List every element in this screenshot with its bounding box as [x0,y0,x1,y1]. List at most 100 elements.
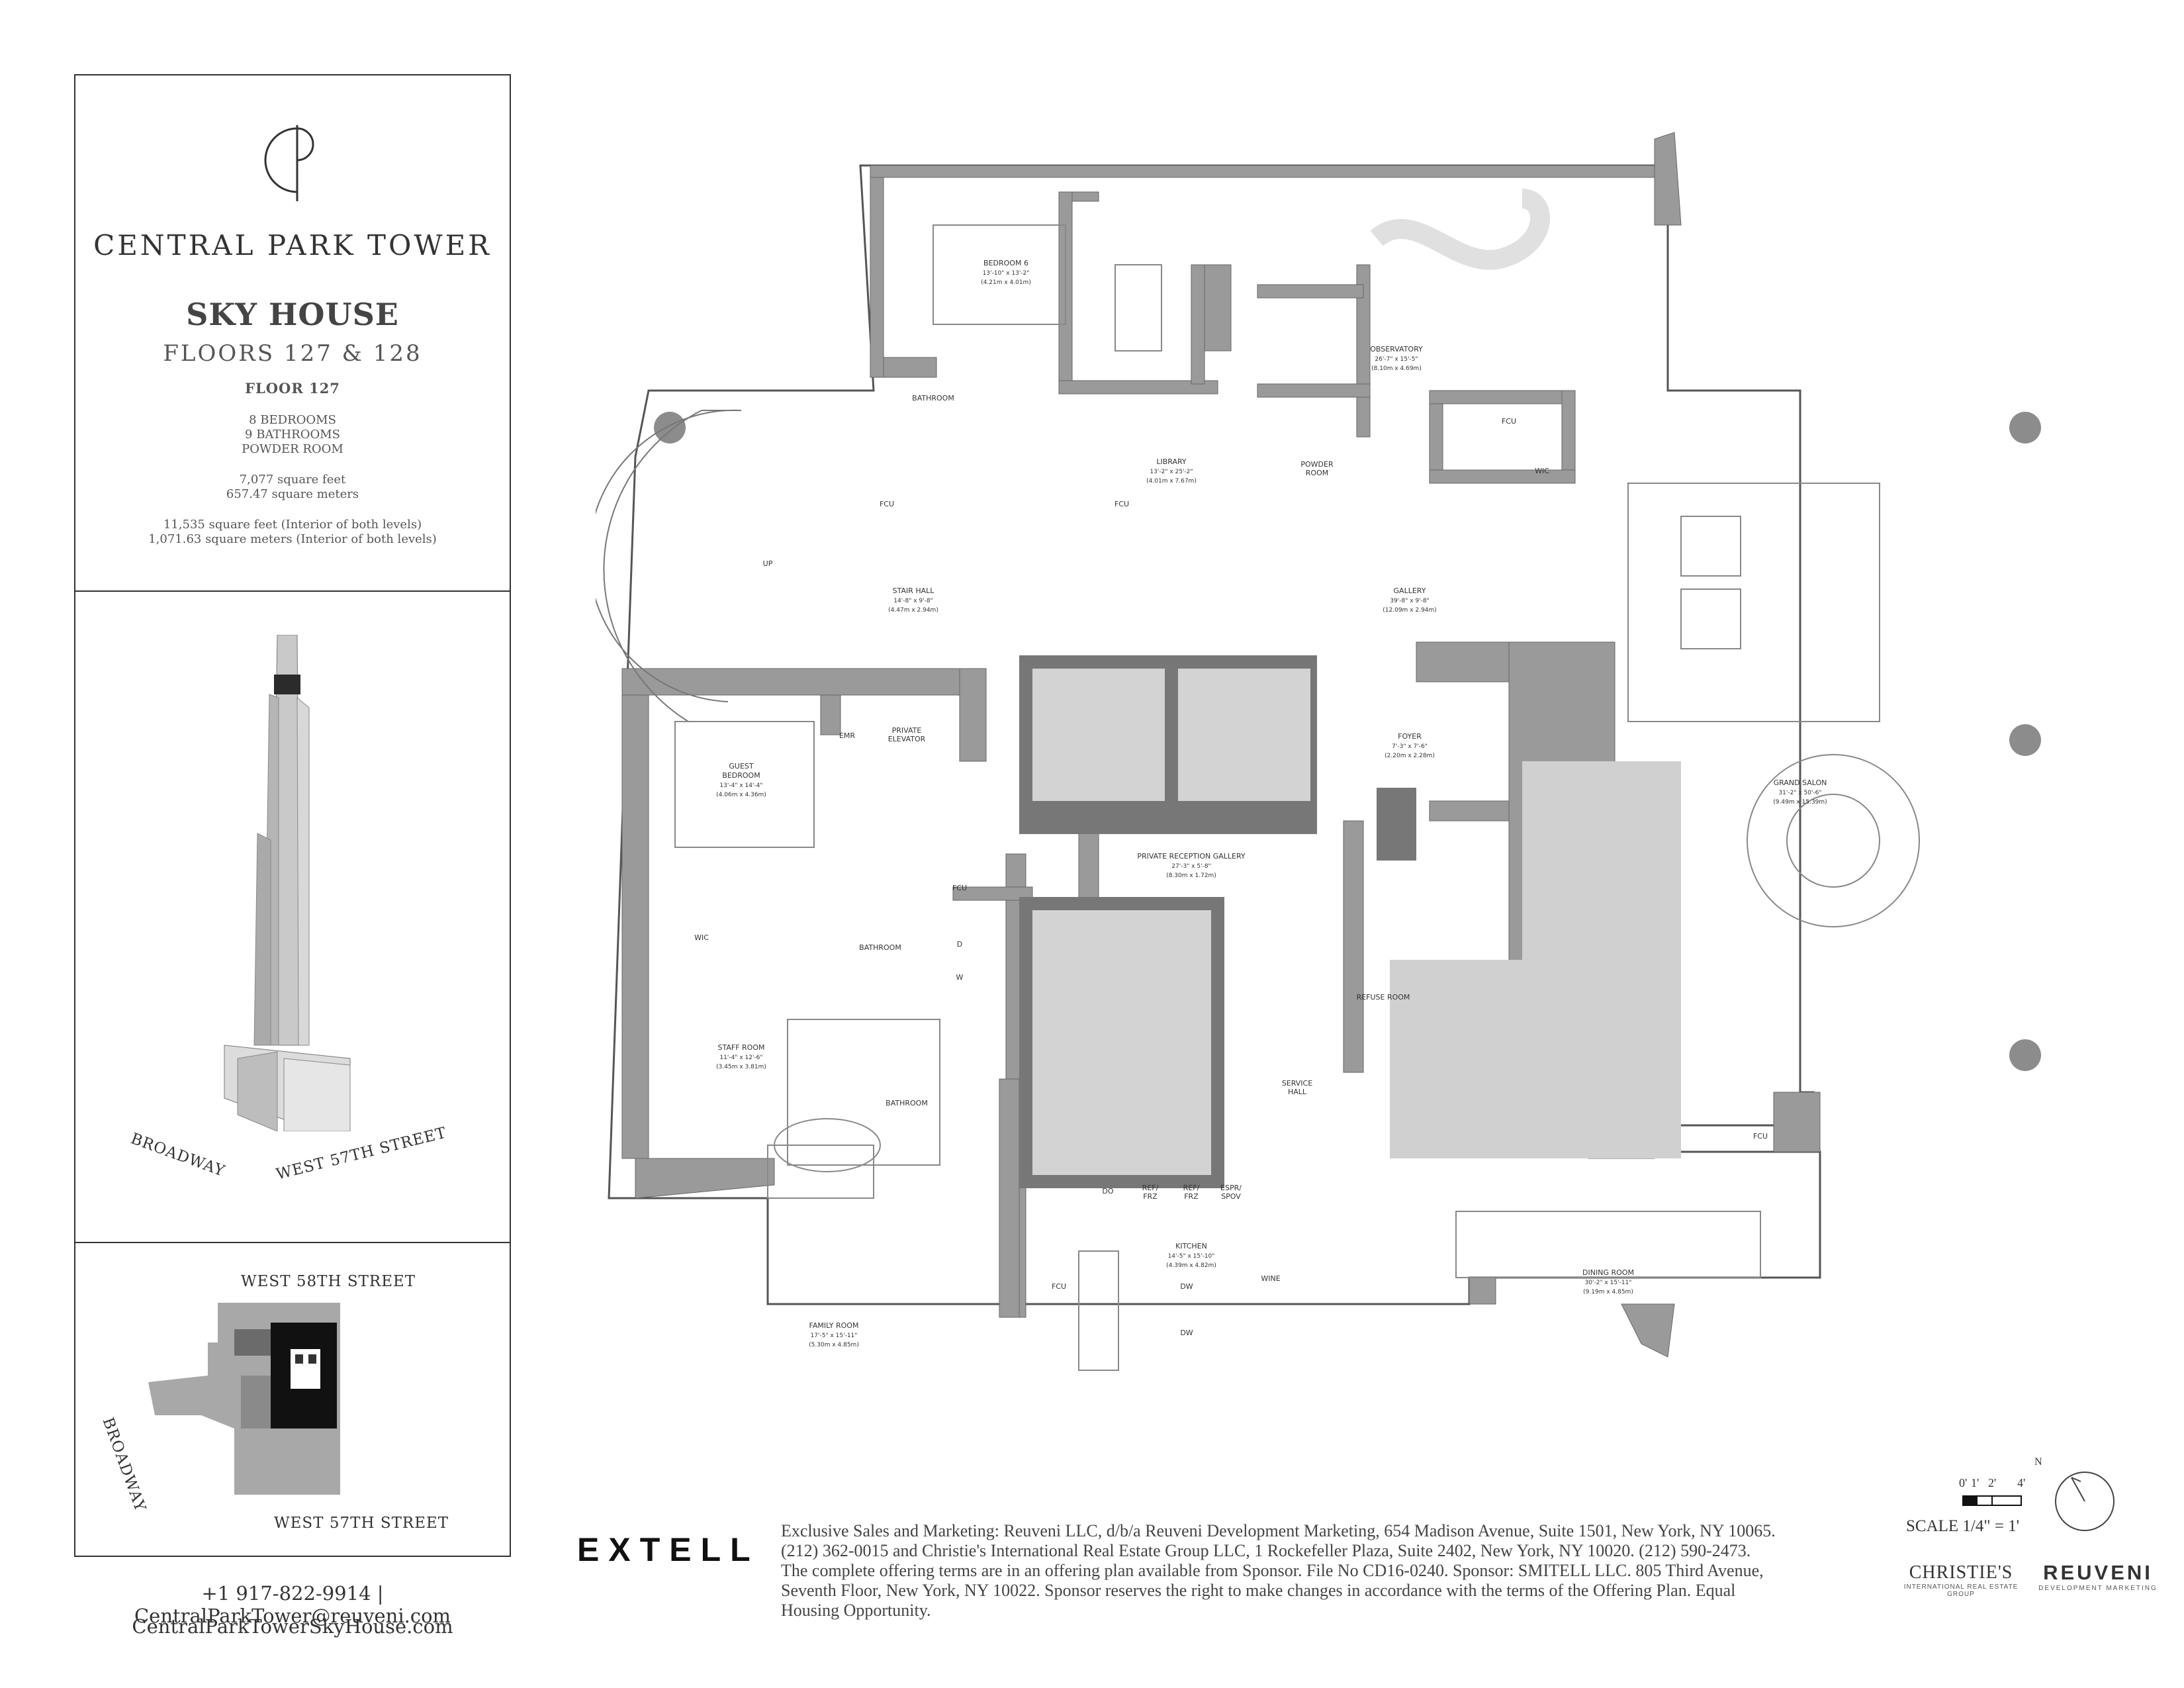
website-link[interactable]: CentralParkTowerSkyHouse.com [132,1615,453,1638]
scale-tick-4: 4' [2017,1476,2026,1489]
label-wine: WINE [1261,1274,1280,1283]
label-service-hall: HALL [1288,1088,1307,1096]
label-bedroom6: BEDROOM 6 [983,259,1028,267]
powder-room-note: POWDER ROOM [242,442,343,456]
label-bedroom6-dim: 13'-10" x 13'-2" [983,270,1030,277]
bathroom-count: 9 BATHROOMS [245,428,340,442]
label-reception: PRIVATE RECEPTION GALLERY [1137,852,1246,861]
label-fcu-4: FCU [952,884,967,892]
rendering-street-57th: WEST 57TH STREET [274,1124,449,1184]
label-gallery-metric: (12.09m x 2.94m) [1383,607,1436,614]
label-wic-1: WIC [1535,467,1549,475]
label-fcu-6: FCU [1052,1282,1066,1291]
floors-title: FLOORS 127 & 128 [163,340,422,367]
label-frz1: FRZ [1143,1192,1158,1201]
site-map-panel: WEST 58TH STREET BROADWAY WEST 57TH STRE… [74,1242,511,1557]
label-stair-hall-metric: (4.47m x 2.94m) [888,607,938,614]
label-wic-2: WIC [694,933,709,942]
tower-rendering-panel: BROADWAY WEST 57TH STREET [74,590,511,1243]
label-reception-dim: 27'-3" x 5'-8" [1171,863,1210,870]
label-fcu-1: FCU [880,500,894,508]
label-staff-room-dim: 11'-4" x 12'-6" [719,1055,762,1061]
label-family-room-dim: 17'-5" x 15'-11" [811,1333,858,1339]
floor-sqft: 7,077 square feet [239,473,346,487]
scale-tick-2: 2' [1988,1476,1997,1489]
floor-outline [608,164,1821,1305]
label-grand-salon-dim: 31'-2" x 50'-6" [1778,790,1821,796]
label-bathroom-1: BATHROOM [912,394,954,402]
label-library-metric: (4.01m x 7.67m) [1146,478,1197,485]
structural-columns [654,412,2041,1071]
reuveni-name: REUVENI [2043,1561,2153,1584]
scale-tick-1: 1' [1971,1476,1979,1489]
rendering-street-broadway: BROADWAY [128,1130,228,1180]
separator: | [377,1582,384,1605]
label-library-dim: 13'-2" x 25'-2" [1150,469,1193,475]
site-map [148,1303,340,1495]
total-sqft: 11,535 square feet (Interior of both lev… [163,518,422,532]
spiral-staircase [596,409,742,722]
label-guest-bedroom: GUEST [729,762,754,771]
label-kitchen-dim: 14'-5" x 15'-10" [1168,1253,1215,1260]
label-powder-room: ROOM [1306,469,1328,477]
contact-line: +1 917-822-9914 | CentralParkTower@reuve… [74,1582,511,1627]
label-bathroom-3: BATHROOM [886,1099,928,1107]
label-family-room: FAMILY ROOM [809,1321,859,1330]
email-link[interactable]: CentralParkTower@reuveni.com [134,1605,451,1627]
scale-tick-0: 0' [1959,1476,1968,1489]
room-labels: BEDROOM 6 13'-10" x 13'-2" (4.21m x 4.01… [716,259,1827,1348]
label-foyer-dim: 7'-3" x 7'-6" [1392,743,1428,750]
label-gallery: GALLERY [1394,586,1426,595]
label-do: DO [1102,1187,1113,1196]
label-grand-salon: GRAND SALON [1774,778,1827,787]
label-private: PRIVATE [892,726,922,735]
tower-rendering-image [224,635,351,1131]
bedroom-count: 8 BEDROOMS [249,413,336,427]
scale-bar-ticks: 0' 1' 2' 4' [1959,1476,2038,1496]
label-kitchen-metric: (4.39m x 4.82m) [1166,1262,1216,1269]
label-library: LIBRARY [1156,457,1187,466]
floor-label: FLOOR 127 [245,380,340,397]
label-stair-hall-dim: 14'-8" x 9'-8" [893,598,933,604]
label-fcu-5: FCU [1753,1132,1768,1141]
label-powder: POWDER [1300,460,1334,469]
label-observatory-metric: (8.10m x 4.69m) [1371,365,1422,372]
label-grand-salon-metric: (9.49m x 15.39m) [1773,799,1827,806]
label-up: UP [763,559,773,568]
legal-disclaimer: Exclusive Sales and Marketing: Reuveni L… [781,1521,1840,1620]
extell-logo: EXTELL [577,1531,760,1568]
label-washer: W [956,973,964,982]
phone-number[interactable]: +1 917-822-9914 [201,1582,371,1605]
disclaimer-line-5: Housing Opportunity. [781,1601,931,1620]
reuveni-subtitle: DEVELOPMENT MARKETING [2038,1585,2158,1592]
north-arrow-icon [2055,1472,2115,1531]
label-frz2: FRZ [1184,1192,1199,1201]
floor-plan: BEDROOM 6 13'-10" x 13'-2" (4.21m x 4.01… [596,132,2041,1371]
cpt-monogram-logo [264,125,314,201]
site-map-south-street: WEST 57TH STREET [274,1515,449,1532]
label-fcu-2: FCU [1115,500,1129,508]
floor-sqm: 657.47 square meters [226,487,359,501]
furniture [674,189,1920,1371]
site-map-north-street: WEST 58TH STREET [241,1273,416,1290]
christies-logo: CHRISTIE'S INTERNATIONAL REAL ESTATE GRO… [1898,1562,2024,1598]
label-dining-room: DINING ROOM [1582,1268,1634,1277]
disclaimer-line-3: The complete offering terms are in an of… [781,1561,1764,1580]
label-family-room-metric: (5.30m x 4.85m) [809,1342,859,1348]
label-observatory: OBSERVATORY [1370,345,1423,353]
label-dining-room-dim: 30'-2" x 15'-11" [1585,1280,1632,1286]
label-elevator: ELEVATOR [888,735,926,743]
label-dw-2: DW [1180,1329,1193,1337]
label-guest-bedroom-2: BEDROOM [722,771,760,780]
christies-subtitle: INTERNATIONAL REAL ESTATE [1903,1583,2019,1591]
label-emr: EMR [839,731,855,740]
label-staff-room: STAFF ROOM [718,1043,765,1052]
label-dw-1: DW [1180,1282,1193,1291]
christies-subtitle-2: GROUP [1947,1591,1975,1598]
label-fcu-3: FCU [1502,417,1516,426]
label-stair-hall: STAIR HALL [893,586,935,595]
elevator-core [1019,655,1681,1188]
label-foyer: FOYER [1398,732,1422,741]
disclaimer-line-1: Exclusive Sales and Marketing: Reuveni L… [781,1521,1776,1540]
scale-label: SCALE 1/4" = 1' [1906,1517,2020,1535]
